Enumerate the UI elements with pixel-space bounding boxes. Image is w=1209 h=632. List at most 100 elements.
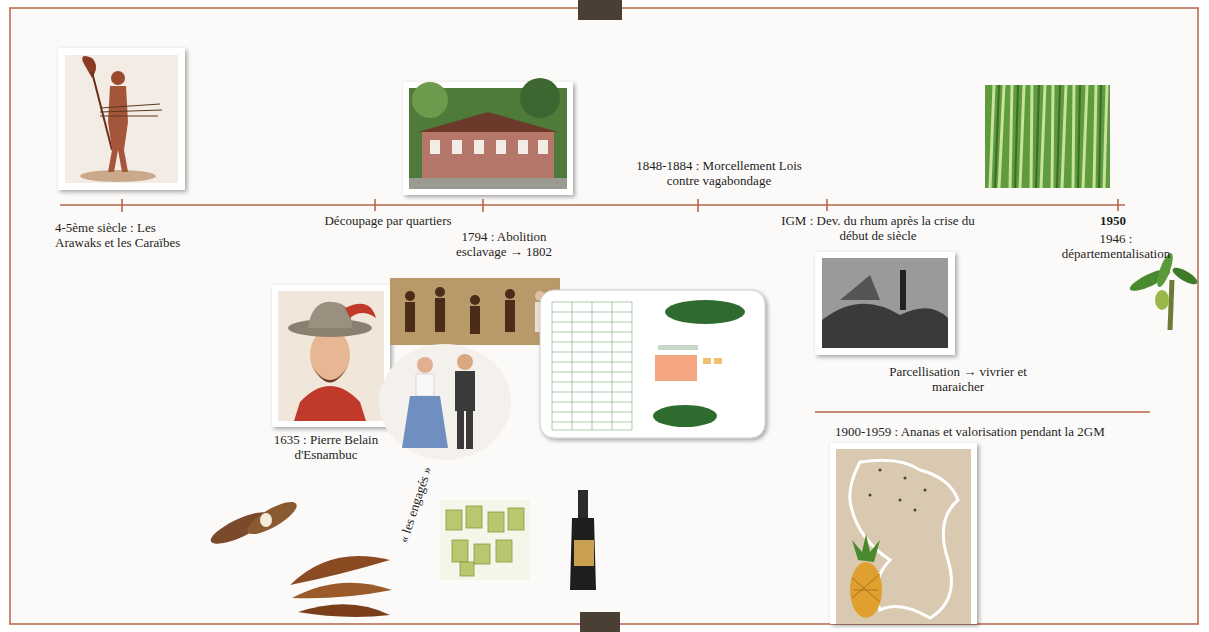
arawak-picture-part [65,55,178,183]
rum-bottle-part [570,518,596,590]
war-photo-part [815,252,955,355]
tobacco-leaves [290,556,392,617]
cane-pieces-part-part [452,540,468,562]
martinique-map-part [850,460,958,618]
cane-pieces-part-part [460,562,474,576]
slide-thumbnail-part [665,300,745,324]
timeline-axis-part [374,199,376,211]
cane-pieces-part-part [508,508,524,530]
timeline-label: 1900-1959 : Ananas et valorisation penda… [835,424,1165,439]
timeline-label: Découpage par quartiers [318,213,458,228]
slavery-painting-part [405,287,515,334]
engages-photo-part [417,357,433,373]
timeline-axis-part [121,199,123,212]
timeline-label: 1950 [1100,213,1140,228]
plantation-house-photo-part-part [430,140,440,154]
engages-photo-part [455,371,475,411]
arawak-picture-part-part [100,104,160,108]
arawak-picture-part [100,104,162,116]
slavery-painting-part-part [435,298,445,332]
slide-thumbnail [540,290,765,438]
martinique-map-part [850,562,882,618]
engages-photo-part [402,396,448,448]
martinique-map-part [852,534,880,562]
timeline-label: 1946 : départementalisation [1052,231,1180,261]
rum-bottle [570,490,596,590]
martinique-map [830,443,977,624]
slide-thumbnail-part-part [552,302,632,430]
timeline-axis-part [826,199,828,211]
slide-thumbnail-part [658,345,698,350]
war-photo [815,252,955,355]
timeline-label: 1635 : Pierre Belain d'Esnambuc [264,432,388,462]
plantation-house-photo-part-part [452,140,462,154]
cassava-picture [207,496,301,549]
esnambuc-portrait [272,285,390,427]
timeline-axis-part [697,199,699,212]
esnambuc-portrait-part [312,365,348,383]
martinique-map-part [852,574,880,602]
martinique-map-part-part [869,494,872,497]
timeline-axis [60,199,1125,212]
esnambuc-portrait-part [345,304,376,318]
engages-photo-part [416,374,434,396]
cassava-picture-part [243,496,300,540]
war-photo-part [822,258,948,348]
esnambuc-portrait-part [278,291,384,421]
outer-frame-part [10,8,1198,624]
martinique-map-part [830,443,977,624]
esnambuc-portrait-part [272,285,390,427]
martinique-map-part [836,449,971,624]
plantation-house-photo [403,78,573,195]
plantation-house-photo-part [409,178,567,189]
cane-pieces-part-part [446,510,462,530]
outer-frame-part [580,612,620,632]
plantation-house-photo-part [430,140,548,154]
engages-photo [379,344,511,460]
slide-thumbnail-part [703,358,711,364]
sugar-cane-picture [985,85,1110,188]
arawak-picture [58,48,185,190]
arawak-picture-part [80,170,156,182]
plantation-house-photo-part [422,132,554,178]
timeline-label: IGM : Dev. du rhum après la crise du déb… [776,213,980,243]
cane-pieces-part-part [496,540,512,562]
slide-thumbnail-part [653,405,717,427]
rum-bottle-part [578,490,588,518]
slavery-painting-part-part [435,287,445,297]
timeline-label: 1794 : Abolition esclavage → 1802 [440,229,568,259]
slavery-painting-part-part [505,300,515,332]
tobacco-leaves-part [290,556,390,585]
slavery-painting-part-part [470,295,480,305]
plantation-house-photo-part [520,78,560,118]
engages-photo-part [457,411,464,449]
slide-thumbnail-part [552,302,632,430]
esnambuc-portrait-part [294,386,366,421]
cane-pieces-part [440,500,530,580]
engages-photo-part [466,411,473,449]
cane-pieces [440,500,530,580]
banana-tree-picture-part [1170,280,1172,330]
plantation-house-photo-part-part [538,140,548,154]
war-photo-part [822,304,948,348]
rum-bottle-part [574,540,594,566]
sugar-cane-picture-part [990,85,1107,188]
martinique-map-part [869,469,927,512]
cane-pieces-part-part [466,506,482,528]
arawak-picture-part-part [100,110,162,112]
cane-pieces-part-part [488,512,504,532]
timeline-label: 1848-1884 : Morcellement Lois contre vag… [628,158,810,188]
banana-tree-picture-part [1170,265,1199,288]
slavery-painting-part-part [405,302,415,332]
tobacco-leaves-part [298,604,390,617]
slavery-painting [390,278,560,345]
timeline-label: 4-5ème siècle : Les Arawaks et les Caraï… [55,220,185,250]
slide-thumbnail-part-part [572,302,573,430]
martinique-map-part-part [899,499,902,502]
martinique-map-part-part [914,509,917,512]
slide-thumbnail-part-part [612,302,613,430]
plantation-house-photo-part-part [474,140,484,154]
slide-thumbnail-part-part [592,302,593,430]
